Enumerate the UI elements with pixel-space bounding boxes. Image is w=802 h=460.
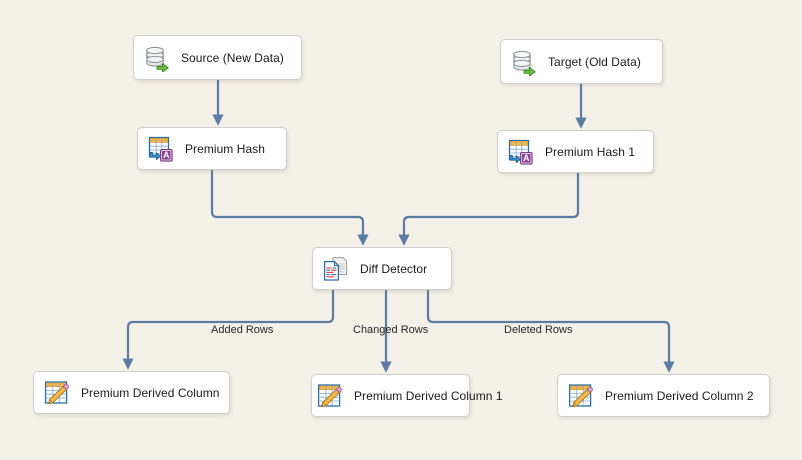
edge-diff-detector-to-premium-derived-column <box>122 290 335 370</box>
edge-label-added-rows: Added Rows <box>211 324 274 336</box>
node-premium-derived-column[interactable]: Premium Derived Column <box>33 371 230 414</box>
node-target[interactable]: Target (Old Data) <box>500 39 663 84</box>
node-premium-derived-column-2[interactable]: Premium Derived Column 2 <box>557 374 770 417</box>
svg-text:A: A <box>523 153 530 163</box>
node-premium-derived-column-1[interactable]: Premium Derived Column 1 <box>311 374 503 417</box>
database-source-icon <box>510 48 538 77</box>
edge-premium-hash-to-diff-detector <box>210 170 369 246</box>
node-premium-hash[interactable]: A Premium Hash <box>137 127 287 170</box>
node-premium-derived-column-2-label: Premium Derived Column 2 <box>605 388 754 403</box>
node-source-label: Source (New Data) <box>181 50 284 65</box>
node-source[interactable]: Source (New Data) <box>133 35 302 80</box>
edge-diff-detector-to-premium-derived-column-2 <box>426 290 675 373</box>
node-diff-detector[interactable]: Diff Detector <box>312 247 452 290</box>
premium-hash-icon: A <box>147 135 175 163</box>
edge-premium-hash-1-to-diff-detector <box>398 173 580 246</box>
node-premium-derived-column-label: Premium Derived Column <box>81 385 220 400</box>
edge-label-changed-rows: Changed Rows <box>353 324 429 336</box>
node-diff-detector-label: Diff Detector <box>360 261 428 276</box>
node-premium-hash-label: Premium Hash <box>185 141 265 156</box>
edge-label-deleted-rows: Deleted Rows <box>504 324 573 336</box>
diff-detector-icon <box>322 255 350 283</box>
database-source-icon <box>143 44 171 73</box>
premium-derived-column-icon <box>316 382 344 410</box>
node-premium-hash-1[interactable]: A Premium Hash 1 <box>497 130 654 173</box>
node-premium-derived-column-1-label: Premium Derived Column 1 <box>354 388 503 403</box>
premium-derived-column-icon <box>567 382 595 410</box>
node-premium-hash-1-label: Premium Hash 1 <box>545 144 636 159</box>
premium-hash-icon: A <box>507 138 535 166</box>
premium-derived-column-icon <box>43 379 71 407</box>
node-target-label: Target (Old Data) <box>548 54 641 69</box>
svg-text:A: A <box>163 150 170 160</box>
